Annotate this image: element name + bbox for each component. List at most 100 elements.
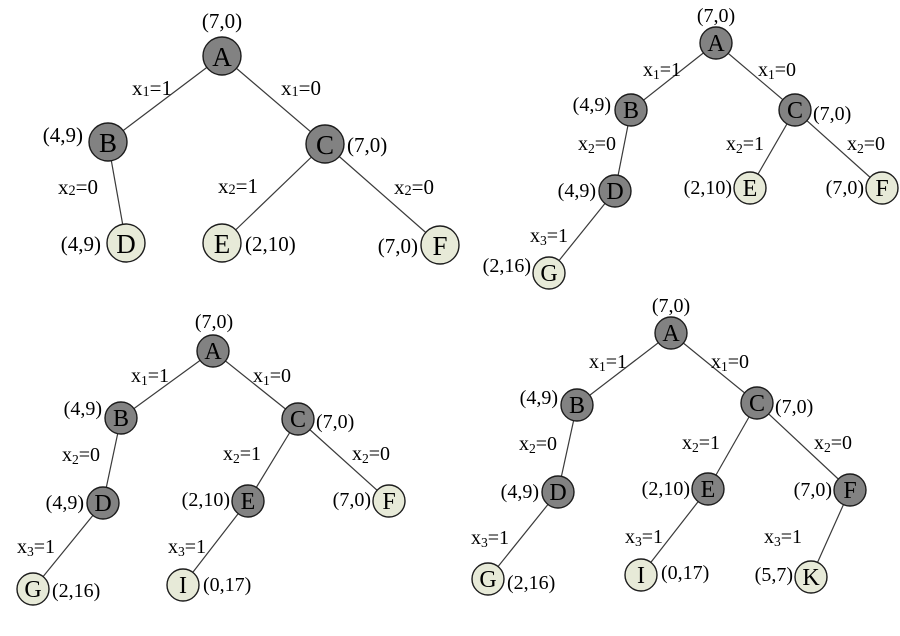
node-value-G: (2,16) xyxy=(507,572,555,594)
node-letter-A: A xyxy=(212,42,232,72)
node-E xyxy=(231,484,265,518)
node-value-A: (7,0) xyxy=(697,5,735,27)
node-A xyxy=(699,26,733,60)
node-letter-B: B xyxy=(569,393,585,419)
edge-label-C-E: x2=1 xyxy=(218,174,258,198)
edge-D-G xyxy=(487,491,559,580)
node-value-E: (2,10) xyxy=(245,232,296,256)
node-E xyxy=(202,223,242,263)
node-F xyxy=(420,225,460,265)
node-letter-D: D xyxy=(549,480,566,506)
node-letter-E: E xyxy=(214,229,231,259)
edge-label-A-C: x1=0 xyxy=(758,59,796,82)
node-E xyxy=(733,171,767,205)
node-letter-G: G xyxy=(24,577,41,603)
node-D xyxy=(86,486,120,520)
edge-D-G xyxy=(548,190,616,274)
edge-A-C xyxy=(212,350,299,420)
node-value-B: (4,9) xyxy=(43,123,83,147)
node-F xyxy=(372,484,406,518)
edge-label-A-B: x1=1 xyxy=(589,351,627,374)
edge-label-E-I: x3=1 xyxy=(168,536,206,559)
node-letter-A: A xyxy=(204,339,222,365)
edge-C-F xyxy=(756,402,851,491)
node-letter-F: F xyxy=(843,478,856,504)
edge-A-B xyxy=(630,42,717,111)
node-I xyxy=(166,568,200,602)
edge-C-E xyxy=(221,143,326,244)
edge-label-A-C: x1=0 xyxy=(253,365,291,388)
node-A xyxy=(654,316,688,350)
node-letter-G: G xyxy=(540,261,557,287)
node-letter-G: G xyxy=(479,567,496,593)
edge-label-A-C: x1=0 xyxy=(281,76,321,100)
node-value-C: (7,0) xyxy=(813,103,851,125)
node-value-G: (2,16) xyxy=(483,255,531,277)
node-letter-B: B xyxy=(113,406,129,432)
edge-label-C-E: x2=1 xyxy=(682,432,720,455)
node-letter-I: I xyxy=(637,563,645,589)
edge-C-F xyxy=(794,109,883,189)
node-G xyxy=(532,256,566,290)
node-B xyxy=(88,122,128,162)
edge-label-C-F: x2=0 xyxy=(847,133,885,156)
node-value-F: (7,0) xyxy=(378,234,418,258)
node-value-A: (7,0) xyxy=(195,311,233,333)
node-value-D: (4,9) xyxy=(61,232,101,256)
edge-label-E-I: x3=1 xyxy=(625,526,663,549)
node-value-D: (4,9) xyxy=(46,492,84,514)
edge-label-A-B: x1=1 xyxy=(131,365,169,388)
node-value-E: (2,10) xyxy=(182,489,230,511)
node-K xyxy=(794,560,828,594)
edge-label-D-G: x3=1 xyxy=(530,225,568,248)
node-D xyxy=(598,174,632,208)
node-value-D: (4,9) xyxy=(558,180,596,202)
node-G xyxy=(16,572,50,606)
node-value-I: (0,17) xyxy=(203,574,251,596)
node-letter-F: F xyxy=(432,231,447,261)
edge-label-B-D: x2=0 xyxy=(578,133,616,156)
node-D xyxy=(541,475,575,509)
node-letter-C: C xyxy=(290,407,306,433)
node-F xyxy=(865,171,899,205)
node-letter-A: A xyxy=(707,31,725,57)
node-value-B: (4,9) xyxy=(573,94,611,116)
node-C xyxy=(740,386,774,420)
edge-D-G xyxy=(32,502,104,590)
node-letter-E: E xyxy=(701,477,716,503)
edge-C-F xyxy=(297,418,390,502)
node-value-F: (7,0) xyxy=(333,489,371,511)
node-letter-A: A xyxy=(662,321,680,347)
edge-label-F-K: x3=1 xyxy=(764,526,802,549)
node-value-D: (4,9) xyxy=(501,481,539,503)
node-I xyxy=(624,558,658,592)
node-value-E: (2,10) xyxy=(684,177,732,199)
node-letter-B: B xyxy=(99,128,117,158)
node-letter-D: D xyxy=(94,491,111,517)
node-letter-D: D xyxy=(606,179,623,205)
node-B xyxy=(614,93,648,127)
edge-label-B-D: x2=0 xyxy=(58,175,98,199)
edge-A-C xyxy=(221,55,326,145)
edge-A-B xyxy=(120,350,214,419)
node-C xyxy=(305,124,345,164)
node-F xyxy=(833,473,867,507)
node-value-I: (0,17) xyxy=(661,562,709,584)
edge-label-D-G: x3=1 xyxy=(17,536,55,559)
node-B xyxy=(560,388,594,422)
node-value-B: (4,9) xyxy=(64,398,102,420)
node-value-A: (7,0) xyxy=(202,9,242,33)
node-letter-F: F xyxy=(382,489,395,515)
node-value-C: (7,0) xyxy=(316,411,354,433)
node-D xyxy=(106,223,146,263)
node-value-A: (7,0) xyxy=(652,295,690,317)
edge-label-B-D: x2=0 xyxy=(519,433,557,456)
node-value-B: (4,9) xyxy=(520,387,558,409)
node-letter-C: C xyxy=(749,391,765,417)
node-G xyxy=(471,562,505,596)
